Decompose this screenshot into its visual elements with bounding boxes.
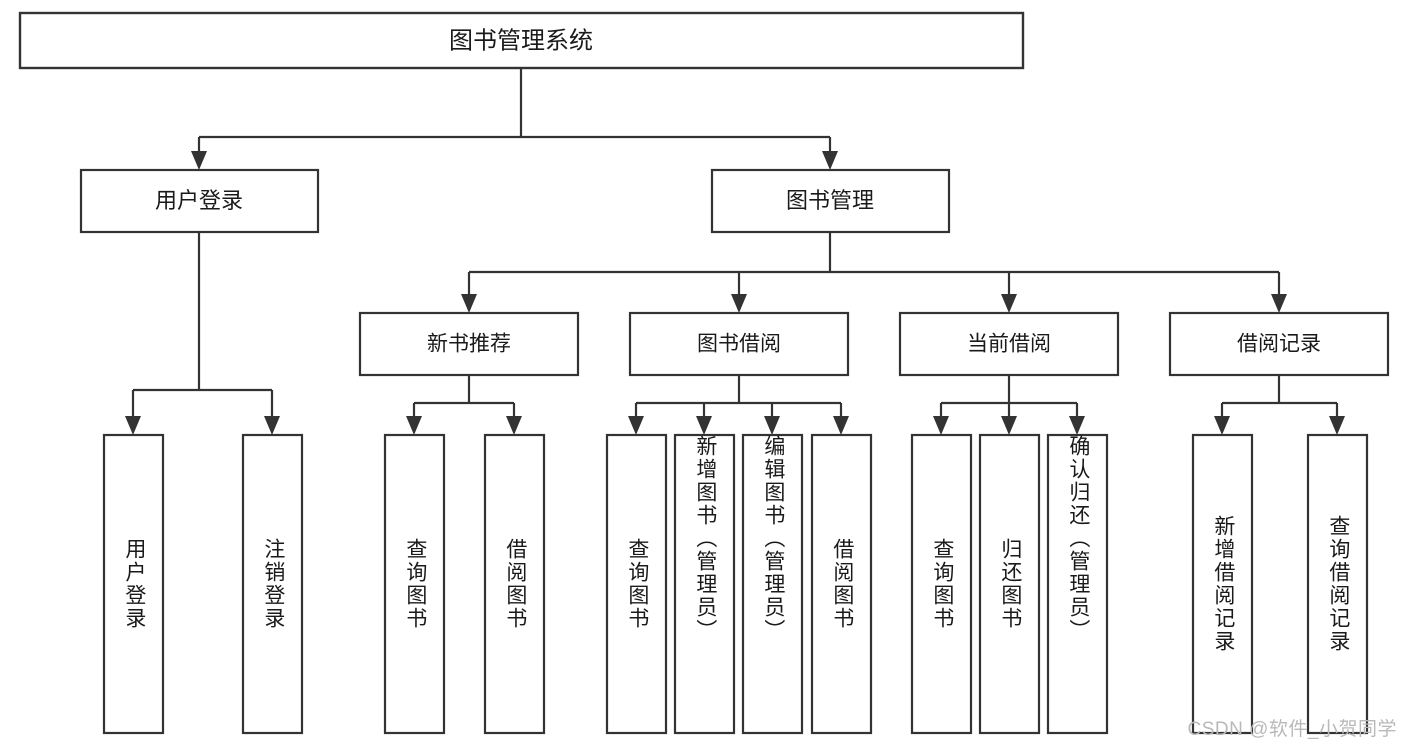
connector-current-to-leaves bbox=[933, 375, 1085, 435]
node-book-management[interactable]: 图书管理 bbox=[710, 168, 951, 234]
connector-root-to-level2 bbox=[191, 68, 838, 170]
connector-record-to-leaves bbox=[1214, 375, 1345, 435]
arrow-head-userlogin bbox=[125, 416, 141, 435]
leaf-edit-book-rect[interactable] bbox=[741, 433, 804, 735]
node-new-book-recommend-label: 新书推荐 bbox=[427, 333, 511, 356]
leaf-borrow-book-1-rect[interactable] bbox=[483, 433, 546, 735]
arrow-head-c2 bbox=[1001, 416, 1017, 435]
node-book-borrow-rect bbox=[628, 311, 850, 377]
arrow-head-c3 bbox=[1069, 416, 1085, 435]
leaf-query-record-rect[interactable] bbox=[1306, 433, 1369, 735]
arrow-head-nb1 bbox=[406, 416, 422, 435]
arrow-head-newbook bbox=[461, 294, 477, 313]
leaf-add-record-rect[interactable] bbox=[1191, 433, 1254, 735]
arrow-head-r1 bbox=[1214, 416, 1230, 435]
leaf-user-login-rect[interactable] bbox=[102, 433, 165, 735]
arrow-head-c1 bbox=[933, 416, 949, 435]
arrow-head-b4 bbox=[833, 416, 849, 435]
node-current-borrow-rect bbox=[898, 311, 1120, 377]
leaf-query-book-2-rect[interactable] bbox=[605, 433, 668, 735]
leaf-query-book-1-rect[interactable] bbox=[383, 433, 446, 735]
node-root-rect bbox=[18, 11, 1025, 70]
node-new-book-recommend-rect bbox=[358, 311, 580, 377]
leaf-logout-rect[interactable] bbox=[241, 433, 304, 735]
leaf-borrow-book-2-rect[interactable] bbox=[810, 433, 873, 735]
node-user-login-label: 用户登录 bbox=[155, 188, 243, 213]
arrow-head-bookmgmt bbox=[822, 151, 838, 170]
node-borrow-record-label: 借阅记录 bbox=[1237, 333, 1321, 356]
connector-bookmgmt-to-level3 bbox=[461, 232, 1287, 313]
leaf-query-book-3-rect[interactable] bbox=[910, 433, 973, 735]
arrow-head-b1 bbox=[628, 416, 644, 435]
node-book-management-rect bbox=[710, 168, 951, 234]
connector-login-to-leaves bbox=[125, 232, 280, 435]
node-book-borrow[interactable]: 图书借阅 bbox=[628, 311, 850, 377]
node-borrow-record[interactable]: 借阅记录 bbox=[1168, 311, 1390, 377]
leaf-confirm-return-rect[interactable] bbox=[1046, 433, 1109, 735]
node-borrow-record-rect bbox=[1168, 311, 1390, 377]
leaf-add-book-rect[interactable] bbox=[673, 433, 736, 735]
node-root-label: 图书管理系统 bbox=[449, 27, 593, 54]
csdn-watermark: CSDN @软件_小贺同学 bbox=[1187, 719, 1397, 740]
arrow-head-nb2 bbox=[506, 416, 522, 435]
node-user-login[interactable]: 用户登录 bbox=[79, 168, 320, 234]
arrow-head-record bbox=[1271, 294, 1287, 313]
node-new-book-recommend[interactable]: 新书推荐 bbox=[358, 311, 580, 377]
arrow-head-login bbox=[191, 151, 207, 170]
node-user-login-rect bbox=[79, 168, 320, 234]
arrow-head-logout bbox=[264, 416, 280, 435]
node-current-borrow-label: 当前借阅 bbox=[967, 333, 1051, 356]
arrow-head-b3 bbox=[764, 416, 780, 435]
arrow-head-current bbox=[1001, 294, 1017, 313]
connector-newbook-to-leaves bbox=[406, 375, 522, 435]
leaf-return-book-rect[interactable] bbox=[978, 433, 1041, 735]
node-book-management-label: 图书管理 bbox=[786, 188, 874, 213]
node-current-borrow[interactable]: 当前借阅 bbox=[898, 311, 1120, 377]
node-book-borrow-label: 图书借阅 bbox=[697, 333, 781, 356]
arrow-head-borrow bbox=[731, 294, 747, 313]
node-root[interactable]: 图书管理系统 bbox=[18, 11, 1025, 70]
connector-borrow-to-leaves bbox=[628, 375, 849, 435]
arrow-head-r2 bbox=[1329, 416, 1345, 435]
arrow-head-b2 bbox=[696, 416, 712, 435]
